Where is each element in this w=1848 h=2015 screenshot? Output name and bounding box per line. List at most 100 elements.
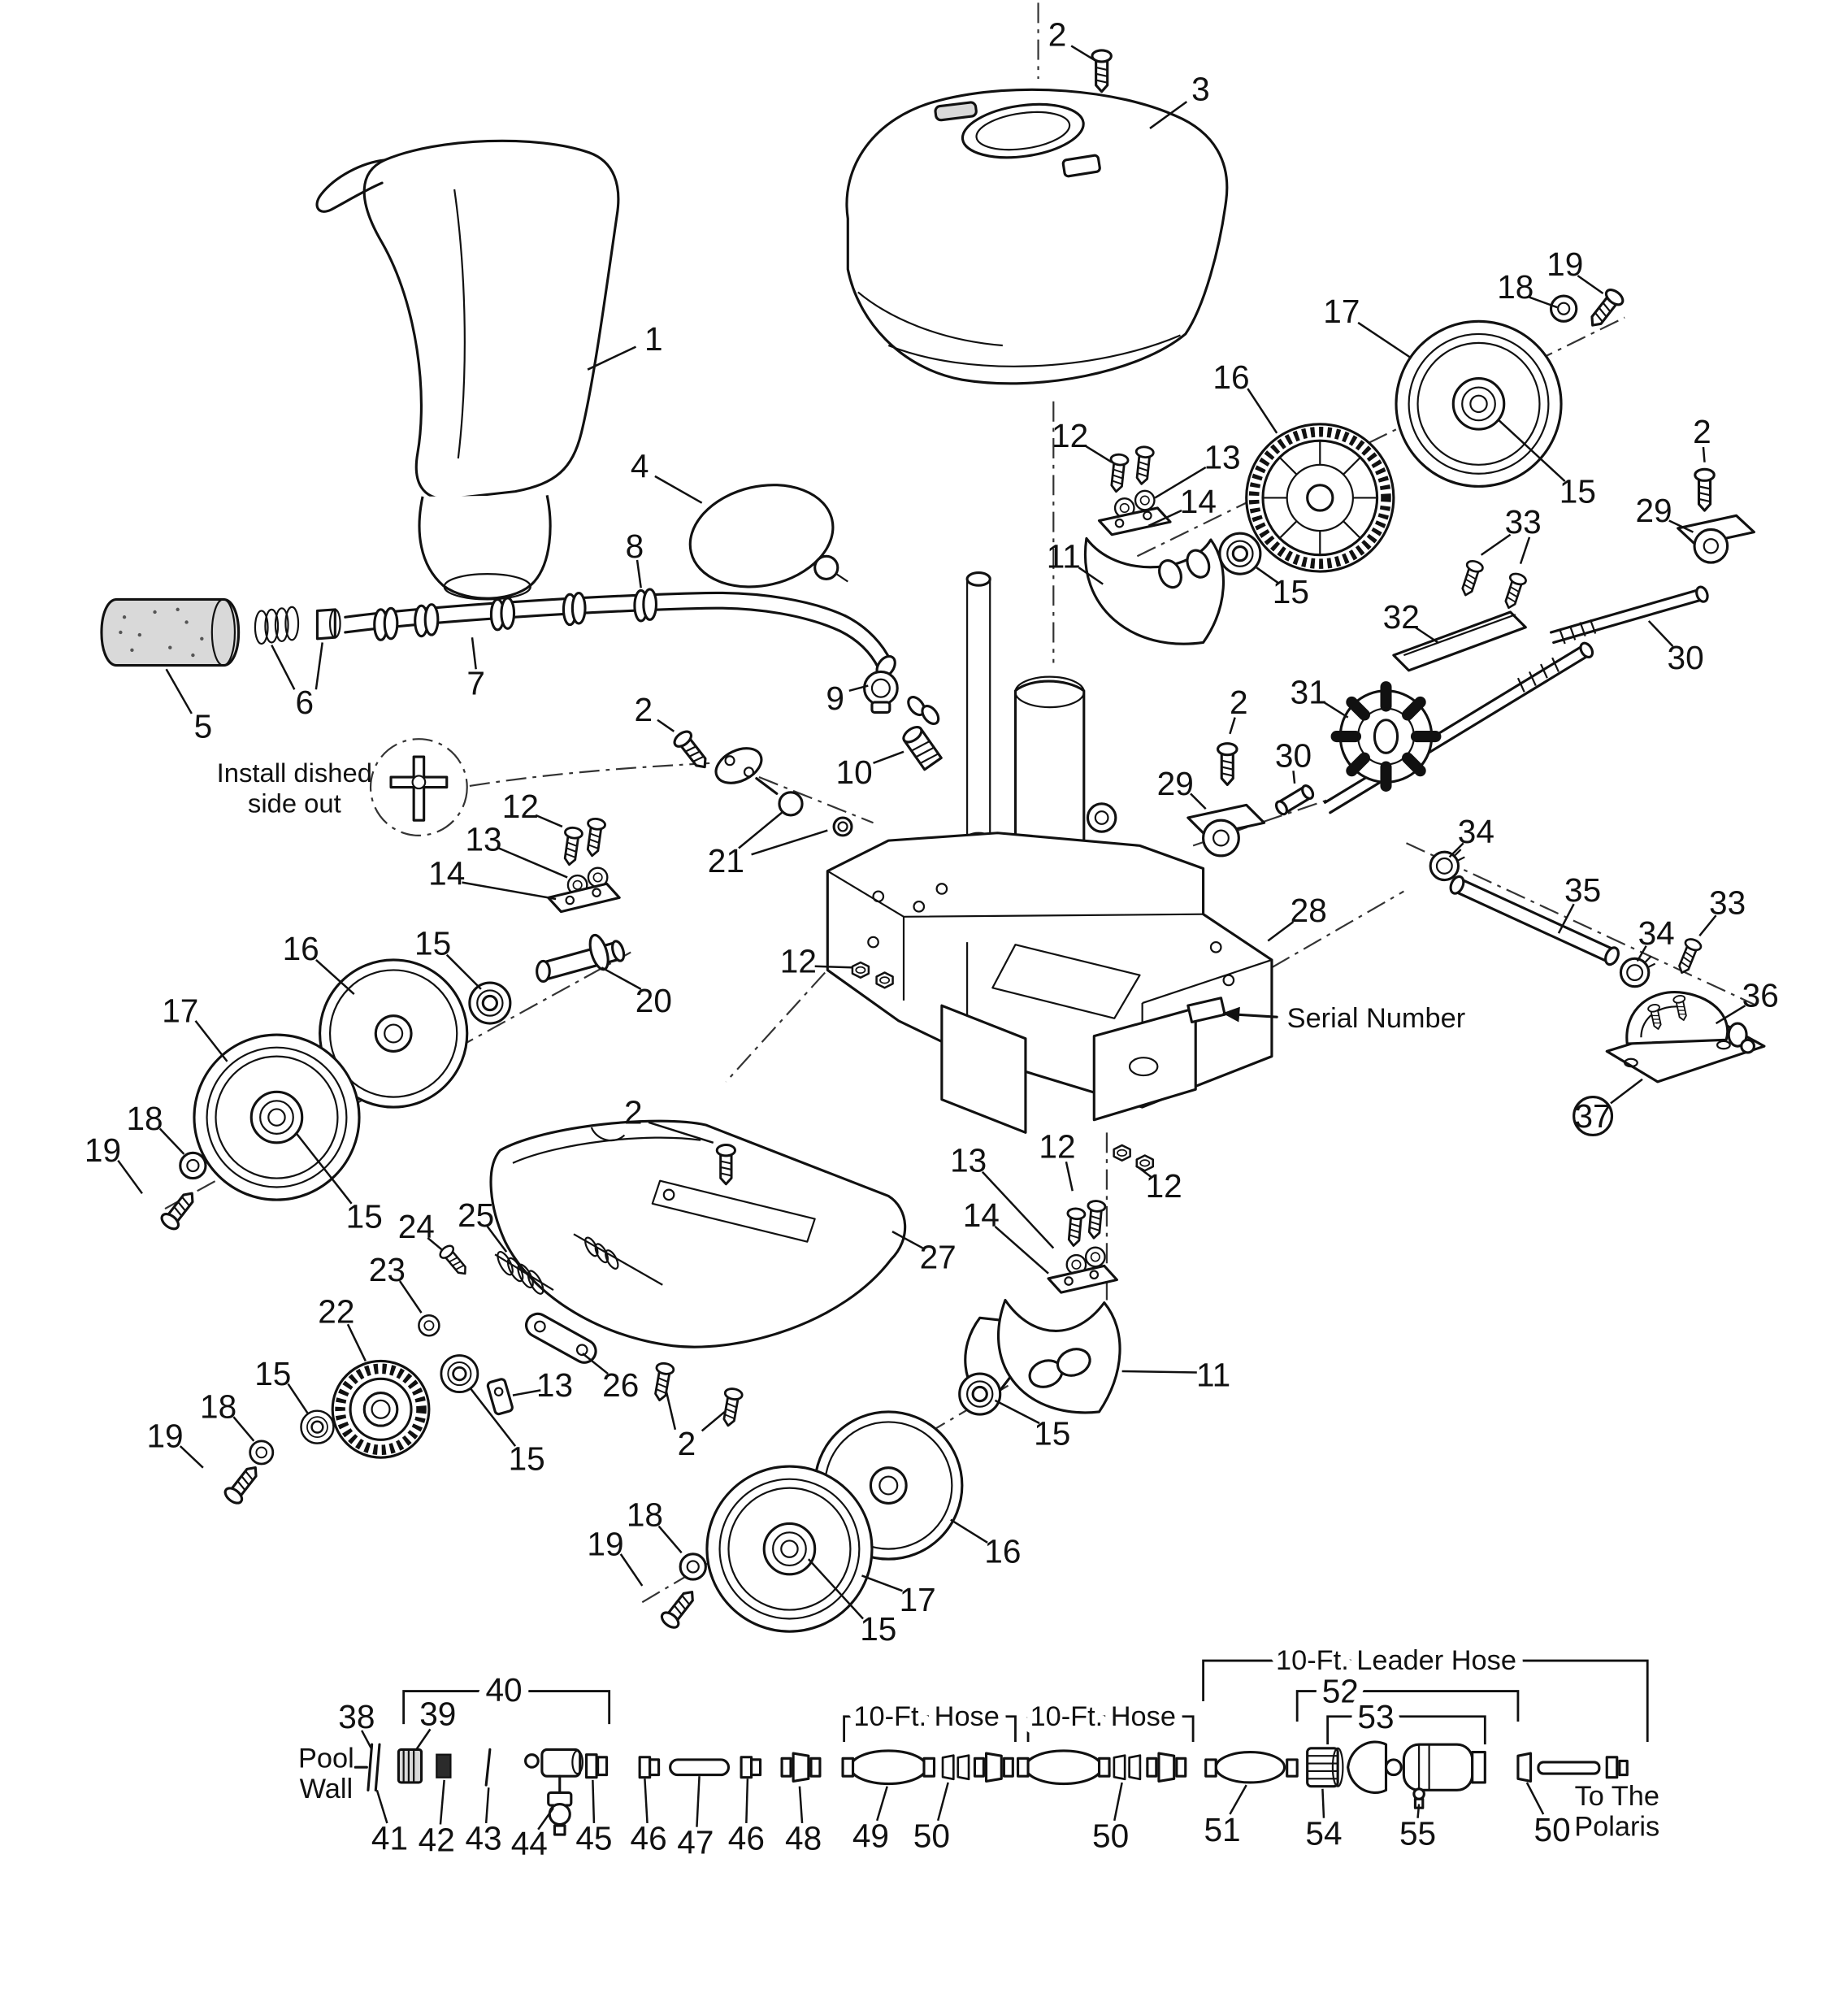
part-callout-5: 5 — [194, 708, 213, 745]
leader-line — [498, 847, 568, 879]
part-callout-17: 17 — [900, 1581, 936, 1618]
part-callout-14: 14 — [1180, 483, 1217, 520]
leader-line — [271, 645, 296, 690]
axle-mount-right — [1392, 467, 1755, 672]
part-callout-14: 14 — [963, 1196, 1000, 1234]
part-callout-55: 55 — [1399, 1814, 1436, 1852]
part-callout-51: 51 — [1204, 1811, 1240, 1848]
part-callout-50: 50 — [913, 1817, 950, 1855]
leader-line — [738, 811, 783, 849]
leader-line — [1078, 567, 1104, 585]
leader-line — [873, 750, 904, 765]
leader-line — [1498, 419, 1566, 483]
part-callout-26: 26 — [602, 1366, 639, 1404]
part-callout-43: 43 — [465, 1820, 501, 1857]
part-callout-7: 7 — [466, 664, 485, 701]
wheel-group-left — [158, 958, 512, 1233]
pool-wall-line — [367, 1743, 381, 1791]
part-callout-2: 2 — [1230, 684, 1248, 721]
wheel-group-top-right — [1218, 285, 1627, 574]
leader-line — [158, 1127, 185, 1155]
part-callout-35: 35 — [1564, 871, 1601, 909]
leader-lines — [117, 45, 1746, 1830]
part-callout-13: 13 — [465, 821, 501, 858]
impeller-drive — [1186, 641, 1594, 858]
part-callout-41: 41 — [371, 1820, 408, 1857]
part-callout-36: 36 — [1742, 977, 1779, 1014]
leader-line — [1636, 945, 1647, 962]
leader-line — [701, 1410, 726, 1432]
chassis-body — [826, 571, 1278, 1172]
leader-line — [1256, 567, 1279, 584]
part-callout-16: 16 — [984, 1533, 1021, 1570]
leader-line — [981, 1170, 1055, 1249]
leader-line — [582, 1353, 609, 1375]
leader-line — [1698, 914, 1717, 937]
part-callout-21: 21 — [708, 842, 744, 879]
leader-line — [232, 1416, 255, 1442]
leader-line — [665, 1391, 677, 1431]
part-callout-30: 30 — [1668, 639, 1704, 676]
leader-line — [445, 953, 482, 990]
part-callout-15: 15 — [860, 1610, 896, 1648]
part-callout-50: 50 — [1534, 1811, 1571, 1848]
part-callout-1: 1 — [644, 320, 663, 358]
tail-parts — [221, 1242, 744, 1508]
leader-line — [592, 1779, 596, 1824]
part-callout-6: 6 — [296, 684, 315, 721]
part-callout-33: 33 — [1709, 884, 1746, 922]
leader-line — [1147, 509, 1182, 527]
part-callout-16: 16 — [1212, 358, 1249, 396]
leader-line — [636, 559, 642, 588]
part-callout-53: 53 — [1357, 1698, 1394, 1735]
part-callout-40: 40 — [485, 1671, 522, 1709]
leader-line — [1529, 296, 1558, 309]
leader-line — [1154, 466, 1207, 499]
leader-line — [194, 1020, 228, 1062]
part-callout-27: 27 — [920, 1238, 957, 1275]
part-callout-18: 18 — [200, 1388, 236, 1426]
part-callout-19: 19 — [1547, 245, 1583, 283]
part-callout-16: 16 — [283, 930, 319, 967]
leader-line — [994, 1225, 1049, 1275]
leader-line — [1065, 1161, 1074, 1192]
leader-line — [1084, 445, 1113, 463]
leader-line — [657, 719, 675, 732]
part-callout-47: 47 — [677, 1823, 714, 1861]
sweep-blade-top — [1083, 445, 1225, 645]
leader-line — [1321, 1788, 1325, 1818]
part-callout-28: 28 — [1291, 892, 1327, 929]
leader-line — [361, 1730, 373, 1750]
leader-line — [587, 345, 637, 371]
leader-line — [315, 642, 323, 690]
part-callout-24: 24 — [398, 1208, 435, 1245]
leader-line — [814, 965, 852, 969]
part-callout-15: 15 — [346, 1197, 383, 1235]
drive-shaft-20 — [536, 933, 626, 984]
leader-line — [471, 637, 477, 670]
leader-line — [848, 684, 869, 693]
drive-pulley — [331, 1359, 431, 1459]
part-callout-19: 19 — [146, 1418, 183, 1455]
leader-line — [1149, 101, 1188, 129]
part-callout-31: 31 — [1291, 673, 1327, 710]
leader-line — [696, 1776, 701, 1827]
leader-line — [1070, 45, 1095, 61]
leader-line — [165, 668, 193, 714]
part-callout-37: 37 — [1574, 1097, 1611, 1135]
note-serial-number: Serial Number — [1287, 1003, 1465, 1034]
leader-line — [470, 1388, 517, 1447]
leader-line — [1190, 793, 1207, 810]
leader-line — [657, 1525, 683, 1554]
part-callout-18: 18 — [126, 1100, 163, 1137]
callout-labels: 1231918171615121314111522933323048765921… — [85, 15, 1779, 1862]
part-callout-34: 34 — [1458, 813, 1494, 850]
leader-line — [1577, 275, 1604, 295]
leader-line — [1668, 519, 1694, 533]
leader-line — [484, 1787, 490, 1824]
leader-line — [798, 1786, 804, 1824]
leader-line — [1323, 701, 1349, 719]
debris-bag — [315, 139, 620, 601]
leader-line — [1267, 921, 1295, 942]
